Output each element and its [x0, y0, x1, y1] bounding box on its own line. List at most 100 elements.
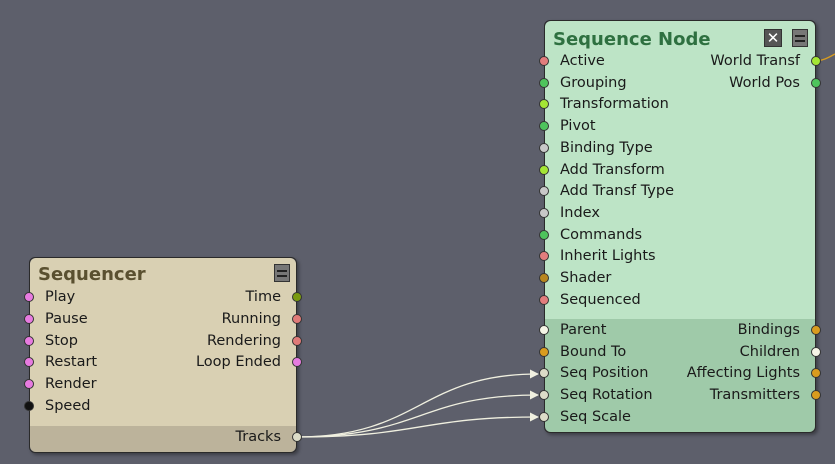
input-port-sequenced[interactable]: Sequenced — [539, 291, 815, 311]
output-port-transmitters[interactable]: Transmitters — [545, 386, 821, 406]
port-label: Active — [560, 53, 605, 69]
input-port-index[interactable]: Index — [539, 204, 815, 224]
port-label: Seq Rotation — [560, 387, 653, 404]
port-connector-icon[interactable] — [292, 292, 302, 302]
port-connector-icon[interactable] — [24, 313, 34, 324]
collapse-icon[interactable] — [274, 264, 290, 282]
output-port-time[interactable]: Time — [30, 288, 302, 308]
input-port-transformation[interactable]: Transformation — [539, 95, 815, 115]
input-port-restart[interactable]: Restart — [24, 353, 296, 373]
port-label: Bound To — [560, 343, 627, 360]
input-port-inherit-lights[interactable]: Inherit Lights — [539, 247, 815, 267]
port-label: Children — [739, 343, 800, 360]
port-connector-icon[interactable] — [539, 121, 549, 132]
output-port-world-transf[interactable]: World Transf — [545, 52, 821, 72]
input-port-grouping[interactable]: Grouping — [539, 74, 815, 94]
port-connector-icon[interactable] — [539, 229, 549, 240]
input-port-seq-rotation[interactable]: Seq Rotation — [539, 386, 815, 406]
sequence-node-footer — [545, 319, 815, 432]
output-port-children[interactable]: Children — [545, 343, 821, 363]
port-connector-icon[interactable] — [539, 390, 549, 401]
input-port-binding-type[interactable]: Binding Type — [539, 139, 815, 159]
port-connector-icon[interactable] — [539, 294, 549, 305]
port-connector-icon[interactable] — [292, 313, 302, 324]
port-connector-icon[interactable] — [292, 335, 302, 346]
output-port-tracks[interactable]: Tracks — [30, 428, 302, 448]
port-label: Shader — [560, 270, 612, 286]
port-label: Binding Type — [560, 139, 653, 156]
input-port-shader[interactable]: Shader — [539, 269, 815, 289]
port-connector-icon[interactable] — [539, 142, 549, 153]
port-label: Commands — [560, 226, 643, 243]
port-label: Transformation — [560, 96, 669, 113]
output-port-bindings[interactable]: Bindings — [545, 321, 821, 341]
port-connector-icon[interactable] — [539, 346, 549, 357]
port-label: Play — [45, 289, 76, 305]
node-title[interactable]: Sequencer — [38, 264, 146, 285]
input-port-parent[interactable]: Parent — [539, 321, 815, 341]
port-connector-icon[interactable] — [811, 56, 821, 66]
port-label: Affecting Lights — [686, 365, 800, 382]
input-port-seq-position[interactable]: Seq Position — [539, 364, 815, 384]
port-connector-icon[interactable] — [811, 368, 821, 379]
port-connector-icon[interactable] — [539, 325, 549, 335]
port-connector-icon[interactable] — [811, 325, 821, 335]
port-label: Add Transform — [560, 161, 665, 178]
wire-tracks-to-seq-position — [295, 369, 539, 438]
port-label: Pivot — [560, 118, 596, 135]
port-connector-icon[interactable] — [811, 77, 821, 88]
input-port-play[interactable]: Play — [24, 288, 296, 308]
port-connector-icon[interactable] — [539, 273, 549, 283]
collapse-icon[interactable] — [792, 29, 808, 47]
port-connector-icon[interactable] — [24, 401, 34, 411]
output-port-world-pos[interactable]: World Pos — [545, 74, 821, 94]
port-label: Rendering — [206, 332, 281, 349]
input-port-add-transform[interactable]: Add Transform — [539, 161, 815, 181]
port-connector-icon[interactable] — [292, 432, 302, 442]
port-connector-icon[interactable] — [539, 56, 549, 66]
port-label: Pause — [45, 310, 88, 327]
port-connector-icon[interactable] — [24, 379, 34, 390]
node-title[interactable]: Sequence Node — [553, 29, 711, 50]
port-label: Render — [45, 376, 97, 393]
port-label: World Pos — [729, 74, 800, 91]
port-connector-icon[interactable] — [539, 411, 549, 422]
port-label: Running — [221, 310, 281, 327]
input-port-active[interactable]: Active — [539, 52, 815, 72]
port-connector-icon[interactable] — [24, 292, 34, 302]
port-connector-icon[interactable] — [24, 357, 34, 368]
input-port-pause[interactable]: Pause — [24, 310, 296, 330]
input-port-pivot[interactable]: Pivot — [539, 117, 815, 137]
input-port-commands[interactable]: Commands — [539, 226, 815, 246]
port-connector-icon[interactable] — [539, 164, 549, 175]
input-port-add-transf-type[interactable]: Add Transf Type — [539, 182, 815, 202]
input-port-stop[interactable]: Stop — [24, 332, 296, 352]
port-connector-icon[interactable] — [539, 251, 549, 262]
output-port-running[interactable]: Running — [30, 310, 302, 330]
port-connector-icon[interactable] — [539, 99, 549, 110]
input-port-bound-to[interactable]: Bound To — [539, 343, 815, 363]
port-connector-icon[interactable] — [539, 77, 549, 88]
wire-tracks-to-seq-scale — [295, 412, 539, 438]
port-connector-icon[interactable] — [811, 346, 821, 357]
input-port-speed[interactable]: Speed — [24, 397, 296, 417]
port-label: Restart — [45, 354, 98, 371]
output-port-rendering[interactable]: Rendering — [30, 332, 302, 352]
port-label: Bindings — [737, 322, 800, 338]
input-port-render[interactable]: Render — [24, 375, 296, 395]
port-connector-icon[interactable] — [811, 390, 821, 401]
port-connector-icon[interactable] — [539, 186, 549, 197]
close-icon[interactable]: ✕ — [764, 29, 782, 47]
port-label: Tracks — [235, 429, 282, 445]
port-connector-icon[interactable] — [292, 357, 302, 368]
input-port-seq-scale[interactable]: Seq Scale — [539, 408, 815, 428]
output-port-affecting-lights[interactable]: Affecting Lights — [545, 364, 821, 384]
port-label: Parent — [560, 322, 607, 338]
output-port-loop-ended[interactable]: Loop Ended — [30, 353, 302, 373]
port-connector-icon[interactable] — [24, 335, 34, 346]
port-connector-icon[interactable] — [539, 368, 549, 379]
port-label: Transmitters — [709, 387, 800, 404]
port-connector-icon[interactable] — [539, 207, 549, 218]
